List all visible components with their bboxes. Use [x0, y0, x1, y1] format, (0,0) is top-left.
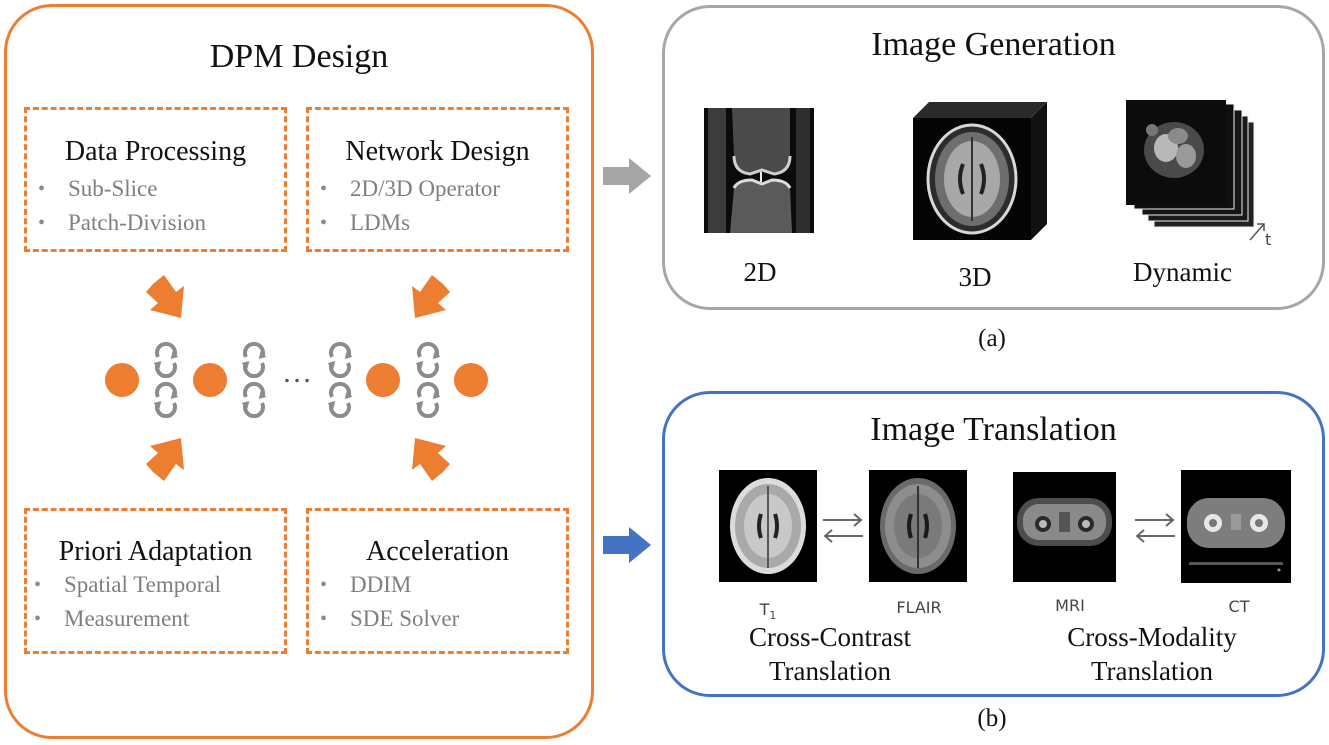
- brain-mri-3d-cube: [913, 102, 1047, 240]
- orange-down-arrow: [146, 275, 184, 318]
- double-arrow-icon: [1135, 513, 1175, 543]
- orange-down-arrow: [412, 275, 450, 318]
- caption-b: (b): [977, 705, 1007, 732]
- orange-up-arrow: [412, 438, 450, 481]
- network-design-list: 2D/3D Operator LDMs: [314, 172, 500, 240]
- cross-contrast-label: Cross-Contrast Translation: [700, 620, 960, 688]
- flair-brain-image: [869, 470, 967, 582]
- mri-pelvis-image: [1013, 472, 1116, 582]
- time-axis-label: t: [1265, 230, 1272, 249]
- state-circle: [454, 363, 488, 397]
- list-item: DDIM: [314, 568, 459, 602]
- data-processing-list: Sub-Slice Patch-Division: [32, 172, 206, 240]
- t1-brain-image: [719, 470, 817, 582]
- data-processing-title: Data Processing: [64, 136, 247, 167]
- image-translation-panel: [662, 391, 1325, 697]
- blue-right-arrow: [603, 527, 651, 563]
- cycle-icon: [151, 341, 181, 419]
- list-item: Spatial Temporal: [28, 568, 221, 602]
- network-design-box: [306, 107, 569, 252]
- state-circle: [105, 363, 139, 397]
- cross-contrast-line1: Cross-Contrast: [749, 622, 911, 652]
- acceleration-title: Acceleration: [365, 536, 510, 567]
- cross-modality-line2: Translation: [1090, 656, 1213, 686]
- state-circle: [193, 363, 227, 397]
- time-axis-arrow: [1249, 223, 1265, 241]
- label-dynamic: Dynamic: [1133, 257, 1232, 287]
- label-mri: MRI: [1055, 596, 1085, 615]
- ct-pelvis-image: [1181, 470, 1291, 583]
- caption-a: (a): [978, 325, 1006, 352]
- dpm-design-title: DPM Design: [209, 38, 389, 75]
- knee-mri-2d-image: [704, 108, 814, 233]
- double-arrow-icon: [823, 513, 863, 543]
- ellipsis: …: [282, 356, 312, 389]
- label-ct: CT: [1228, 597, 1250, 616]
- list-item: SDE Solver: [314, 602, 459, 636]
- image-generation-title: Image Generation: [871, 26, 1116, 63]
- network-design-title: Network Design: [345, 136, 530, 167]
- label-flair: FLAIR: [896, 598, 942, 617]
- cycle-icon: [239, 341, 269, 419]
- list-item: LDMs: [314, 206, 500, 240]
- cycle-icon: [413, 341, 443, 419]
- diffusion-chain: [105, 275, 488, 481]
- list-item: Measurement: [28, 602, 221, 636]
- data-processing-box: [24, 107, 287, 252]
- cycle-icon: [325, 341, 355, 419]
- label-3d: 3D: [958, 262, 992, 292]
- dpm-design-panel: [4, 4, 594, 739]
- cross-contrast-line2: Translation: [768, 656, 891, 686]
- list-item: 2D/3D Operator: [314, 172, 500, 206]
- acceleration-list: DDIM SDE Solver: [314, 568, 459, 636]
- image-translation-title: Image Translation: [870, 411, 1117, 448]
- priori-adaptation-box: [24, 508, 287, 654]
- gray-right-arrow: [603, 158, 651, 194]
- label-t1: T1: [759, 600, 777, 623]
- cross-modality-label: Cross-Modality Translation: [1022, 620, 1282, 688]
- acceleration-box: [306, 508, 569, 654]
- cross-modality-line1: Cross-Modality: [1067, 622, 1237, 652]
- priori-adaptation-list: Spatial Temporal Measurement: [28, 568, 221, 636]
- state-circle: [366, 363, 400, 397]
- list-item: Sub-Slice: [32, 172, 206, 206]
- orange-up-arrow: [146, 438, 184, 481]
- cardiac-dynamic-stack: [1126, 100, 1265, 241]
- label-2d: 2D: [743, 257, 777, 287]
- priori-adaptation-title: Priori Adaptation: [58, 536, 253, 567]
- list-item: Patch-Division: [32, 206, 206, 240]
- image-generation-panel: [662, 5, 1325, 310]
